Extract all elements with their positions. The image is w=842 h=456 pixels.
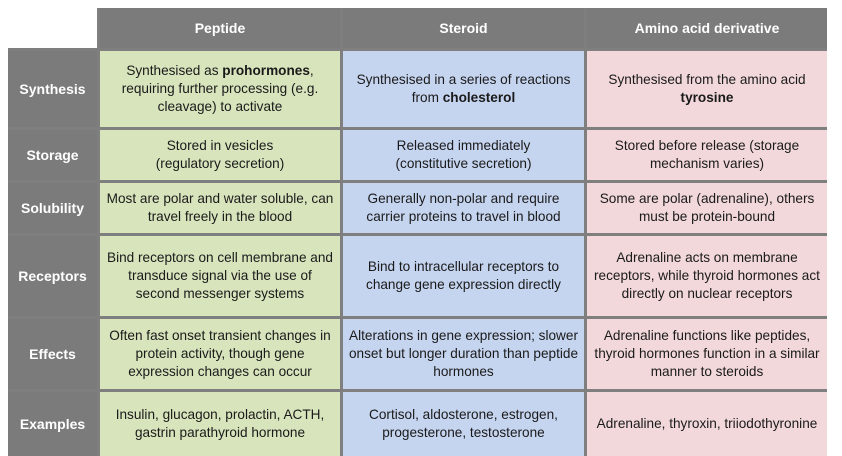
row-label-synthesis: Synthesis	[8, 51, 97, 127]
table-corner	[8, 8, 97, 48]
cell-solubility-peptide: Most are polar and water soluble, can tr…	[100, 183, 340, 233]
cell-effects-peptide: Often fast onset transient changes in pr…	[100, 319, 340, 389]
row-label-solubility: Solubility	[8, 183, 97, 233]
cell-receptors-steroid: Bind to intracellular receptors to chang…	[343, 236, 584, 316]
cell-storage-amino: Stored before release (storage mechanism…	[587, 130, 827, 180]
column-header-peptide: Peptide	[100, 8, 340, 48]
row-label-receptors: Receptors	[8, 236, 97, 316]
row-label-examples: Examples	[8, 392, 97, 456]
cell-solubility-steroid: Generally non-polar and require carrier …	[343, 183, 584, 233]
cell-synthesis-steroid: Synthesised in a series of reactions fro…	[343, 51, 584, 127]
hormone-comparison-table: Peptide Steroid Amino acid derivative Sy…	[8, 8, 827, 456]
row-label-effects: Effects	[8, 319, 97, 389]
cell-examples-amino: Adrenaline, thyroxin, triiodothyronine	[587, 392, 827, 456]
cell-storage-steroid: Released immediately (constitutive secre…	[343, 130, 584, 180]
cell-effects-steroid: Alterations in gene expression; slower o…	[343, 319, 584, 389]
cell-synthesis-peptide: Synthesised as prohormones, requiring fu…	[100, 51, 340, 127]
column-header-steroid: Steroid	[343, 8, 584, 48]
cell-receptors-peptide: Bind receptors on cell membrane and tran…	[100, 236, 340, 316]
cell-solubility-amino: Some are polar (adrenaline), others must…	[587, 183, 827, 233]
cell-effects-amino: Adrenaline functions like peptides, thyr…	[587, 319, 827, 389]
column-header-amino-acid-derivative: Amino acid derivative	[587, 8, 827, 48]
cell-examples-steroid: Cortisol, aldosterone, estrogen, progest…	[343, 392, 584, 456]
cell-receptors-amino: Adrenaline acts on membrane receptors, w…	[587, 236, 827, 316]
cell-storage-peptide: Stored in vesicles (regulatory secretion…	[100, 130, 340, 180]
cell-examples-peptide: Insulin, glucagon, prolactin, ACTH, gast…	[100, 392, 340, 456]
row-label-storage: Storage	[8, 130, 97, 180]
cell-synthesis-amino: Synthesised from the amino acid tyrosine	[587, 51, 827, 127]
